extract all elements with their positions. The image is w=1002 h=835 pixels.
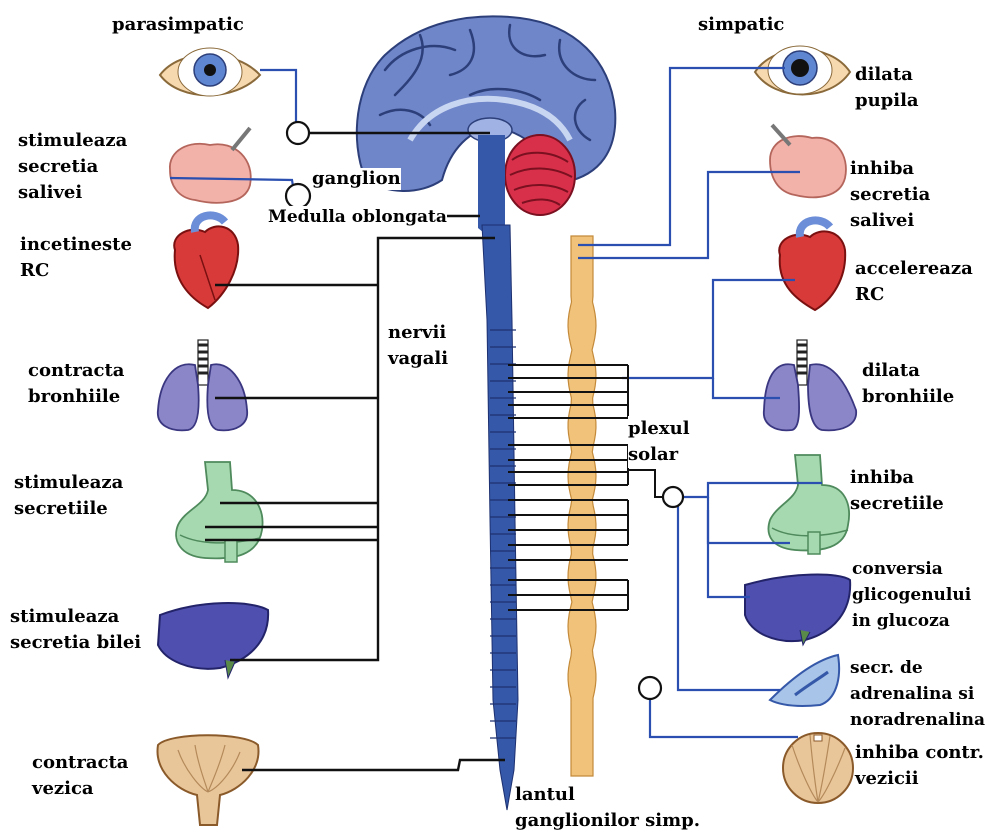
left-label-bile: stimuleaza secretia bilei (10, 604, 141, 656)
sympathetic-header: simpatic (698, 12, 784, 38)
right-eye (755, 46, 850, 95)
left-label-saliva: stimuleaza secretia salivei (18, 128, 127, 206)
cerebellum (505, 135, 575, 215)
left-heart (174, 215, 238, 308)
left-eye (160, 48, 260, 96)
right-liver (745, 575, 850, 645)
left-label-bronchi: contracta bronhiile (28, 358, 124, 410)
right-adrenal-gland (770, 655, 839, 706)
ganglion-circle-solar (663, 487, 683, 507)
right-lungs (764, 340, 856, 430)
sympathetic-chain (568, 236, 596, 776)
ganglion-circle-saliva (286, 184, 310, 208)
right-heart (779, 220, 845, 310)
right-label-saliva: inhiba secretia salivei (850, 156, 930, 234)
left-bladder (158, 735, 259, 825)
left-label-heart: incetineste RC (20, 232, 132, 284)
left-lungs (158, 340, 247, 430)
left-label-bladder: contracta vezica (32, 750, 128, 802)
right-stomach (768, 455, 849, 554)
right-label-bladder: inhiba contr. vezicii (855, 740, 984, 792)
left-liver (158, 603, 268, 678)
left-salivary-gland (170, 128, 251, 203)
ganglion-label: ganglion (312, 168, 401, 190)
ganglion-circle-eye (287, 122, 309, 144)
parasympathetic-header: parasimpatic (112, 12, 244, 38)
right-label-heart: accelereaza RC (855, 256, 973, 308)
brainstem (478, 135, 505, 238)
right-label-glycogen: conversia glicogenului in glucoza (852, 556, 971, 634)
medulla-oblongata-label: Medulla oblongata (268, 206, 447, 228)
right-label-pupil: dilata pupila (855, 62, 919, 114)
left-label-secretions: stimuleaza secretiile (14, 470, 123, 522)
right-bladder (783, 733, 853, 803)
left-stomach (176, 462, 262, 562)
right-label-bronchi: dilata bronhiile (862, 358, 954, 410)
right-label-secretions: inhiba secretiile (850, 465, 944, 517)
right-salivary-gland (770, 125, 846, 197)
vagal-nerves-label: nervii vagali (388, 320, 460, 372)
spinal-cord (482, 225, 518, 810)
sympathetic-chain-label: lantul ganglionilor simp. (515, 782, 700, 834)
parasympathetic-nerves (205, 133, 505, 770)
ganglion-circle-bladder (639, 677, 661, 699)
right-label-adrenaline: secr. de adrenalina si noradrenalina (850, 655, 985, 733)
solar-plexus-label: plexul solar (628, 416, 690, 468)
